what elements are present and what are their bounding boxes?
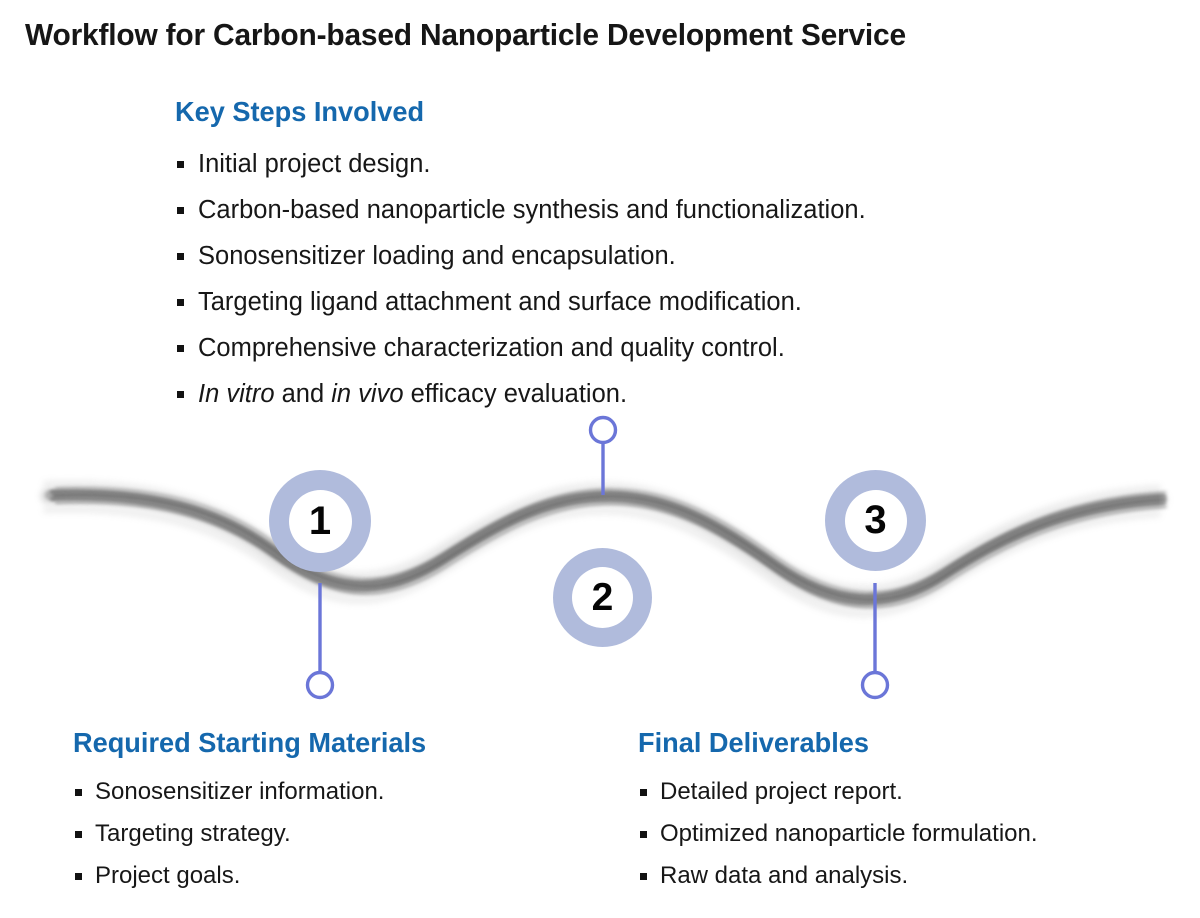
key-step-item-label: In vitro and in vivo efficacy evaluation… <box>198 380 628 408</box>
key-steps-heading: Key Steps Involved <box>175 96 425 127</box>
square-bullet-icon <box>177 207 184 214</box>
key-step-item: Sonosensitizer loading and encapsulation… <box>177 233 866 279</box>
step-number-3: 3 <box>844 489 907 552</box>
final-deliverable-item-label: Optimized nanoparticle formulation. <box>660 820 1038 847</box>
square-bullet-icon <box>640 873 647 880</box>
square-bullet-icon <box>640 789 647 796</box>
key-step-item: Targeting ligand attachment and surface … <box>177 279 866 325</box>
final-deliverable-item: Optimized nanoparticle formulation. <box>640 813 1038 855</box>
final-deliverable-item-label: Detailed project report. <box>660 778 903 805</box>
connector-endpoint-1 <box>305 670 335 700</box>
key-step-item: In vitro and in vivo efficacy evaluation… <box>177 371 866 417</box>
connector-step-1 <box>305 583 335 700</box>
key-step-item-label: Carbon-based nanoparticle synthesis and … <box>198 196 866 224</box>
square-bullet-icon <box>177 253 184 260</box>
final-deliverables-list: Detailed project report. Optimized nanopa… <box>640 771 1038 897</box>
required-material-item-label: Targeting strategy. <box>95 820 291 847</box>
square-bullet-icon <box>177 299 184 306</box>
key-step-item: Initial project design. <box>177 141 866 187</box>
final-deliverable-item-label: Raw data and analysis. <box>660 862 909 889</box>
square-bullet-icon <box>177 345 184 352</box>
required-material-item: Sonosensitizer information. <box>75 771 384 813</box>
page-title: Workflow for Carbon-based Nanoparticle D… <box>25 17 906 52</box>
key-step-item-label: Sonosensitizer loading and encapsulation… <box>198 242 676 270</box>
connector-endpoint-3 <box>860 670 890 700</box>
required-material-item: Targeting strategy. <box>75 813 384 855</box>
final-deliverable-item: Raw data and analysis. <box>640 855 1038 897</box>
final-deliverable-item: Detailed project report. <box>640 771 1038 813</box>
key-step-item-label: Targeting ligand attachment and surface … <box>198 288 802 316</box>
step-number-1: 1 <box>288 489 352 553</box>
step-marker-3[interactable]: 3 <box>825 470 926 571</box>
step-marker-1[interactable]: 1 <box>269 470 371 572</box>
square-bullet-icon <box>75 831 82 838</box>
required-material-item-label: Project goals. <box>95 862 241 889</box>
connector-endpoint-2 <box>588 415 618 445</box>
key-step-item-label: Comprehensive characterization and quali… <box>198 334 785 362</box>
key-step-item-label: Initial project design. <box>198 150 431 178</box>
key-steps-list: Initial project design. Carbon-based nano… <box>177 141 866 417</box>
connector-step-2 <box>588 415 618 495</box>
required-material-item-label: Sonosensitizer information. <box>95 778 385 805</box>
square-bullet-icon <box>75 789 82 796</box>
square-bullet-icon <box>177 161 184 168</box>
final-deliverables-heading: Final Deliverables <box>638 727 869 758</box>
step-marker-2[interactable]: 2 <box>553 548 652 647</box>
required-material-item: Project goals. <box>75 855 384 897</box>
square-bullet-icon <box>177 391 184 398</box>
connector-step-3 <box>860 583 890 700</box>
required-materials-list: Sonosensitizer information. Targeting str… <box>75 771 384 897</box>
key-step-item: Comprehensive characterization and quali… <box>177 325 866 371</box>
square-bullet-icon <box>640 831 647 838</box>
key-step-item: Carbon-based nanoparticle synthesis and … <box>177 187 866 233</box>
required-materials-heading: Required Starting Materials <box>73 727 427 758</box>
step-number-2: 2 <box>572 567 633 628</box>
square-bullet-icon <box>75 873 82 880</box>
